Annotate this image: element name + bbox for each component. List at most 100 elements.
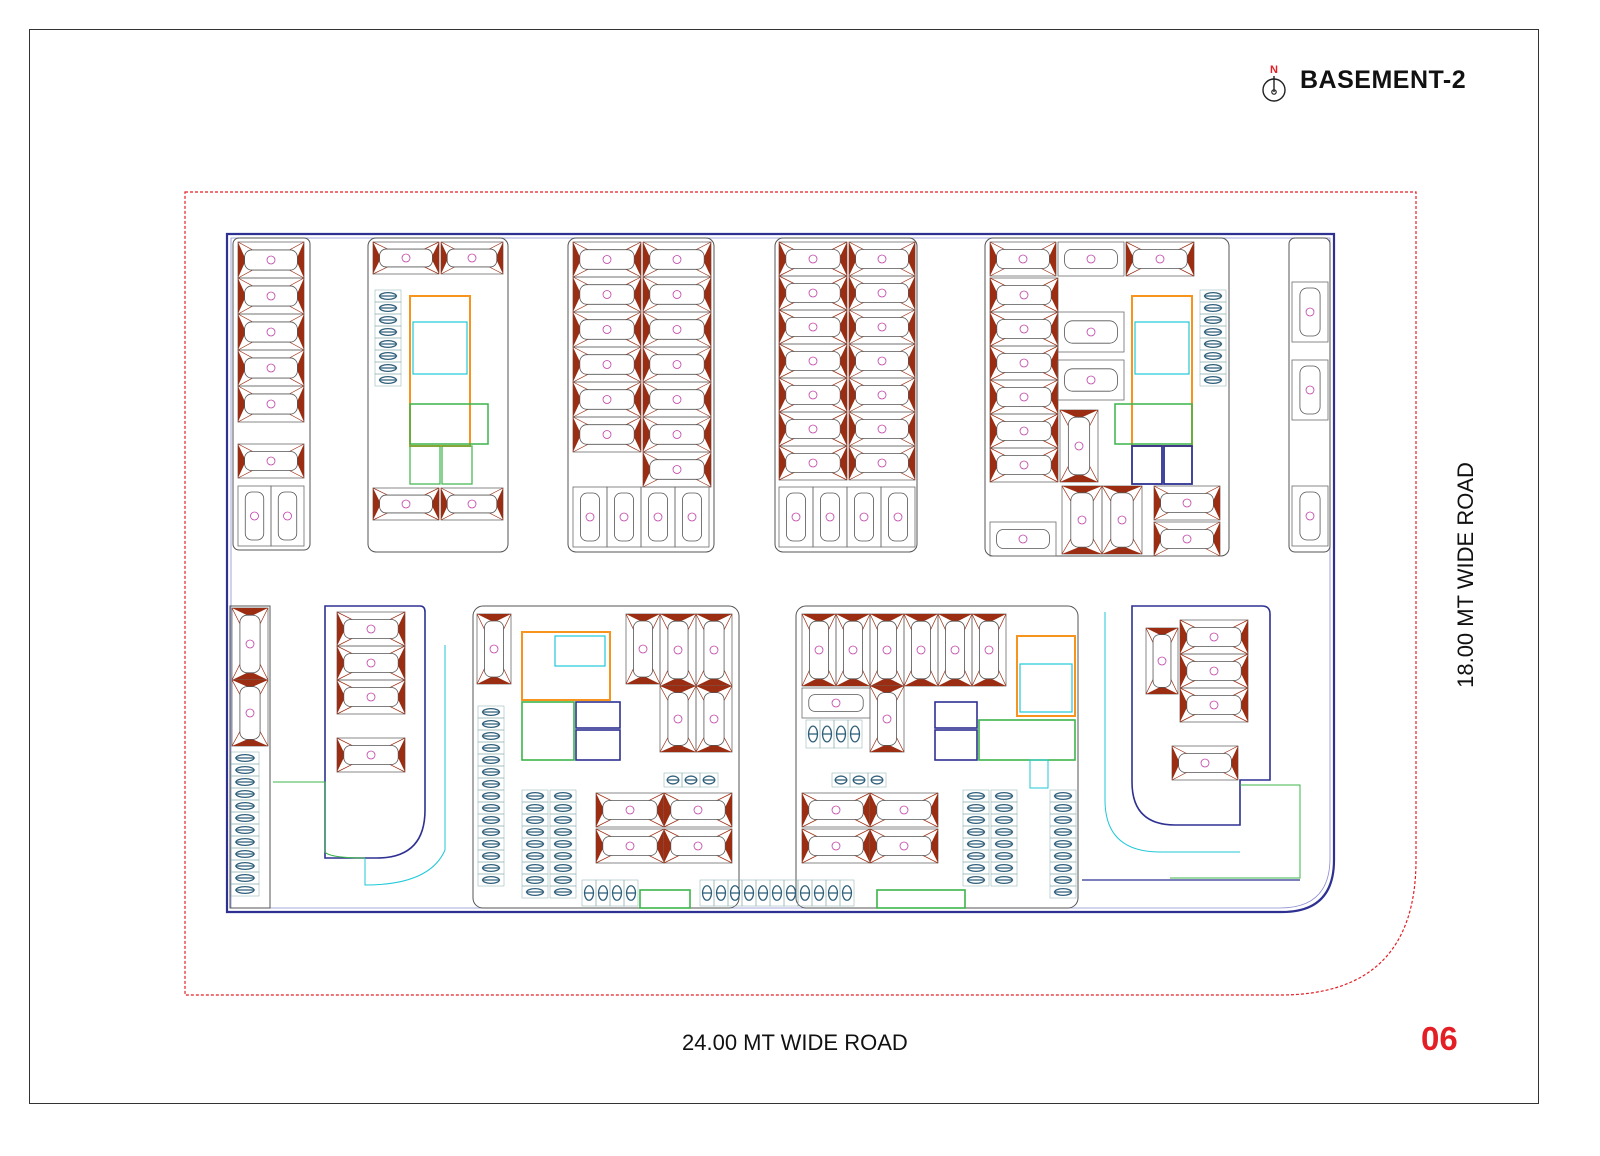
two-wheeler-icon [230,859,260,873]
two-wheeler-icon [623,879,639,907]
car-icon [778,343,848,379]
two-wheeler-icon [609,879,625,907]
car-icon [1057,311,1125,353]
core-bottom-right [934,635,1076,789]
car-icon [1171,745,1239,781]
road-label-right: 18.00 MT WIDE ROAD [1453,462,1478,688]
island-top-3 [567,237,715,553]
car-icon [336,611,406,647]
ramp-right [1131,605,1271,826]
two-wheeler-icon [962,789,990,803]
two-wheeler-icon [681,772,701,788]
two-wheeler-icon [549,861,577,875]
two-wheeler-icon [521,825,549,839]
two-wheeler-icon [374,337,402,351]
car-icon [606,486,642,548]
two-wheeler-icon [1049,885,1077,899]
two-wheeler-icon [990,837,1018,851]
two-wheeler-icon [477,837,505,851]
two-wheeler-icon [477,705,505,719]
car-icon [848,275,916,311]
car-icon [440,487,504,521]
car-icon [1061,485,1103,555]
car-icon [625,613,661,685]
two-wheeler-icon [990,801,1018,815]
car-icon [848,377,916,413]
car-icon [989,277,1059,313]
car-icon [812,486,848,548]
core-top-left [409,295,489,485]
two-wheeler-icon [230,847,260,861]
car-icon [270,485,305,547]
two-wheeler-icon [1049,789,1077,803]
car-icon [869,792,939,828]
car-icon [642,276,712,313]
car-icon [835,613,871,687]
car-icon [778,445,848,481]
car-icon [663,828,733,864]
car-icon [869,828,939,864]
sheet-frame [29,29,1539,1104]
two-wheeler-icon [1199,325,1227,339]
two-wheeler-icon [819,719,835,749]
two-wheeler-icon [230,799,260,813]
two-wheeler-icon [990,873,1018,887]
core-bottom-left [521,631,621,761]
car-icon [595,792,665,828]
car-icon [237,385,305,423]
car-icon [640,486,676,548]
two-wheeler-icon [811,879,827,907]
two-wheeler-icon [521,861,549,875]
two-wheeler-icon [1199,373,1227,387]
car-icon [778,377,848,413]
two-wheeler-icon [374,325,402,339]
two-wheeler-icon [477,813,505,827]
two-wheeler-icon [581,879,597,907]
two-wheeler-icon [741,879,757,907]
north-arrow-icon: N [1262,64,1286,102]
two-wheeler-icon [990,825,1018,839]
two-wheeler-icon [1199,301,1227,315]
car-icon [848,343,916,379]
car-icon [778,411,848,447]
car-icon [1153,521,1221,557]
two-wheeler-icon [595,879,611,907]
two-wheeler-icon [549,801,577,815]
car-icon [778,486,814,548]
two-wheeler-icon [374,349,402,363]
car-icon [869,685,905,753]
car-icon [674,486,710,548]
car-icon [237,277,305,315]
two-wheeler-icon [990,849,1018,863]
two-wheeler-icon [962,813,990,827]
ramp-left [324,605,426,859]
two-wheeler-icon [374,289,402,303]
car-icon [237,443,305,479]
two-wheeler-icon [1199,361,1227,375]
two-wheeler-icon [230,871,260,885]
car-icon [989,447,1059,483]
two-wheeler-icon [549,873,577,887]
two-wheeler-icon [477,789,505,803]
car-icon [1179,619,1249,655]
car-icon [801,613,837,687]
car-icon [572,276,642,313]
two-wheeler-icon [549,789,577,803]
two-wheeler-icon [1049,861,1077,875]
car-icon [642,241,712,278]
island-top-6 [1288,237,1331,553]
car-icon [778,241,848,277]
page-number: 06 [1421,1020,1458,1057]
two-wheeler-icon [549,885,577,899]
two-wheeler-icon [477,717,505,731]
two-wheeler-icon [477,825,505,839]
two-wheeler-icon [990,813,1018,827]
two-wheeler-icon [825,879,841,907]
car-icon [372,487,440,521]
two-wheeler-icon [839,879,855,907]
two-wheeler-icon [230,787,260,801]
two-wheeler-icon [477,801,505,815]
car-icon [231,607,269,681]
two-wheeler-icon [230,775,260,789]
car-icon [237,349,305,387]
